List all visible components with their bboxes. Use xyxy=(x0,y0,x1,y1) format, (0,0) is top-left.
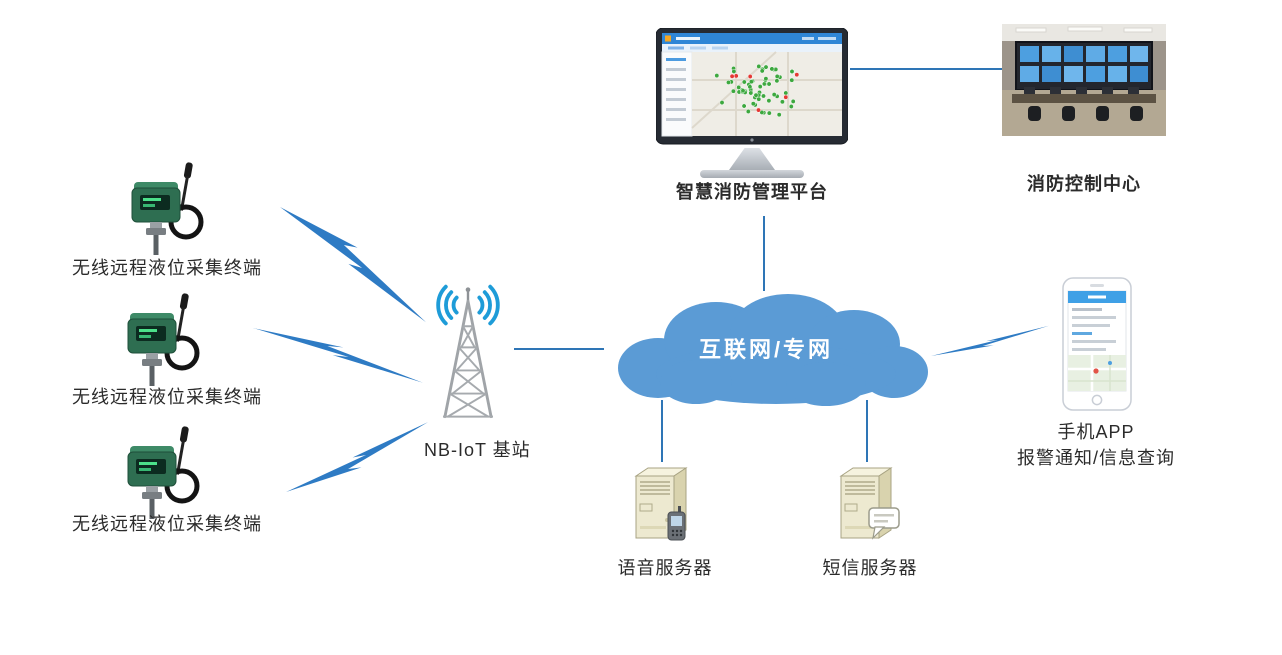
map-area xyxy=(692,52,842,136)
phone-app-sublabel: 报警通知/信息查询 xyxy=(1016,448,1175,468)
sensor1-label: 无线远程液位采集终端 xyxy=(72,258,262,278)
lightning-bolt-icon xyxy=(931,325,1049,356)
lcd-screen xyxy=(140,195,170,210)
handset-phone-icon xyxy=(667,506,686,541)
connector-tower-cloud xyxy=(514,348,604,350)
cloud-icon xyxy=(618,294,928,406)
platform-monitor-icon xyxy=(655,27,849,178)
probe-rod xyxy=(153,235,159,255)
voice-server-icon xyxy=(634,467,688,541)
control-room-image xyxy=(1002,24,1166,136)
voice-server-label: 语音服务器 xyxy=(617,558,713,578)
connector-platform-cloud xyxy=(763,216,765,291)
monitor-stand-base xyxy=(700,170,804,178)
liquid-level-sensor-icon xyxy=(127,293,200,386)
nbiot-tower-icon xyxy=(436,284,500,419)
lightning-bolt-icon xyxy=(286,422,428,492)
platform-label: 智慧消防管理平台 xyxy=(676,182,828,202)
office-chairs xyxy=(1028,106,1143,121)
connector-cloud-voiceserver xyxy=(661,400,663,462)
phone-app-label: 手机APP xyxy=(1057,422,1135,442)
sms-server-icon xyxy=(839,467,900,540)
sms-bubble-icon xyxy=(868,507,900,540)
smartphone-icon xyxy=(1062,277,1132,411)
sensor2-label: 无线远程液位采集终端 xyxy=(72,387,262,407)
liquid-level-sensor-icon xyxy=(127,426,200,519)
home-button xyxy=(1091,394,1103,406)
antenna-icon xyxy=(180,162,193,207)
sensor3-label: 无线远程液位采集终端 xyxy=(72,514,262,534)
monitor-stand-neck xyxy=(729,148,775,170)
base-station-label: NB-IoT 基站 xyxy=(424,440,531,460)
app-header-bar xyxy=(662,33,842,44)
signal-arcs-icon xyxy=(436,284,500,326)
sms-server-label: 短信服务器 xyxy=(822,558,918,578)
liquid-level-sensor-icon xyxy=(131,162,204,255)
lightning-bolt-icon xyxy=(253,328,423,383)
lightning-bolt-icon xyxy=(280,207,426,323)
control-center-label: 消防控制中心 xyxy=(1027,174,1141,194)
app-sidebar xyxy=(661,51,693,137)
connector-cloud-smsserver xyxy=(866,400,868,462)
cloud-label: 互联网/专网 xyxy=(698,337,834,362)
map-markers xyxy=(714,63,800,118)
monitor-screen xyxy=(655,27,849,145)
console-desk xyxy=(1012,94,1156,103)
connector-platform-controlroom xyxy=(850,68,1002,70)
